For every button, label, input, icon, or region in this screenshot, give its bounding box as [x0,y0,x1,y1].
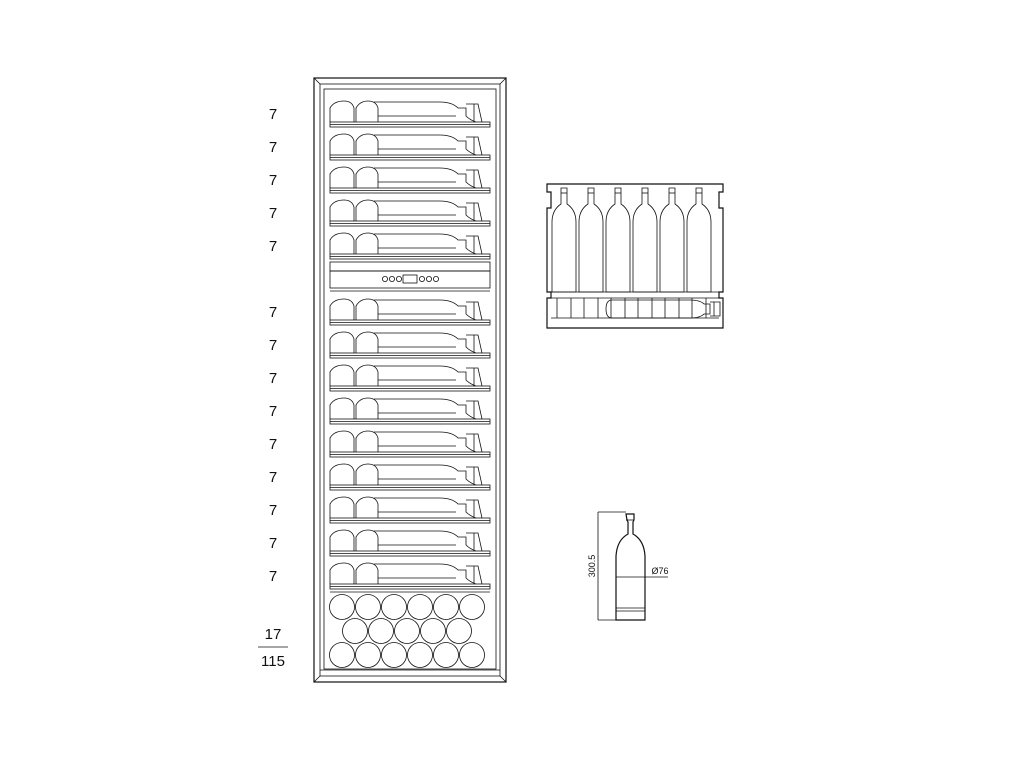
bottle-bottom-icon [433,642,459,668]
shelf-row [329,463,491,491]
button-icon [432,275,439,282]
shelf-row [329,331,491,359]
button-icon [395,275,402,282]
shelf-count-label: 7 [269,205,277,222]
shelf-count-label: 7 [269,469,277,486]
shelf-row [329,166,491,194]
bottle-diameter-label: Ø76 [651,566,668,576]
button-icon [425,275,432,282]
bottle-bottom-icon [446,618,472,644]
display-screen [402,274,418,284]
cabinet-outer-frame [313,77,507,683]
button-icon [388,275,395,282]
bottle-bottom-icon [368,618,394,644]
shelf-row [329,562,491,590]
shelves [329,100,491,590]
bottle-bottom-icon [407,594,433,620]
shelf-count-label: 7 [269,403,277,420]
standing-bottle-icon [551,187,577,293]
button-icon [381,275,388,282]
bottle-icon [615,513,646,621]
cabinet-door-frame [319,83,501,677]
control-panel [329,261,491,292]
shelf-count-label: 7 [269,337,277,354]
standing-bottles [551,187,712,318]
shelf-front-view [546,183,724,329]
standing-bottle-icon [632,187,658,293]
bottle-bottom-icon [459,594,485,620]
bottle-bottom-icon [459,642,485,668]
lying-bottle [605,299,721,319]
shelf-count-label: 7 [269,304,277,321]
cabinet-inner-frame [323,88,497,670]
shelf-row [329,364,491,392]
bottle-height-label: 300.5 [587,555,597,578]
shelf-count-labels: 7 7 7 7 7 7 7 7 7 7 7 7 7 7 [269,106,277,585]
shelf-count-label: 7 [269,568,277,585]
shelf-count-label: 7 [269,436,277,453]
bottle-bottom-icon [381,642,407,668]
bottle-dimension-drawing: 300.5 Ø76 [587,511,669,621]
button-icon [418,275,425,282]
bottle-bottom-icon [407,642,433,668]
shelf-count-label: 7 [269,535,277,552]
shelf-row [329,430,491,458]
shelf-row [329,232,491,260]
bottle-bottom-icon [381,594,407,620]
standing-bottle-icon [659,187,685,293]
shelf-row [329,529,491,557]
standing-bottle-icon [578,187,604,293]
shelf-count-label: 7 [269,502,277,519]
bottle-bottom-icon [394,618,420,644]
standing-bottle-icon [686,187,712,293]
bottle-bottom-icon [355,642,381,668]
shelf-count-label: 7 [269,139,277,156]
bottom-bottle-stack [329,591,490,668]
shelf-count-label: 7 [269,238,277,255]
bottle-bottom-icon [433,594,459,620]
bottle-bottom-icon [329,594,355,620]
shelf-row [329,133,491,161]
bottle-bottom-icon [342,618,368,644]
bottom-count-label: 17 [265,626,282,643]
shelf-count-label: 7 [269,106,277,123]
wine-cabinet [313,77,507,683]
shelf-count-label: 7 [269,172,277,189]
shelf-row [329,199,491,227]
shelf-row [329,298,491,326]
shelf-count-label: 7 [269,370,277,387]
shelf-row [329,100,491,128]
standing-bottle-icon [605,187,631,293]
bottle-bottom-icon [329,642,355,668]
bottle-bottom-icon [420,618,446,644]
bottle-bottom-icon [355,594,381,620]
shelf-row [329,397,491,425]
total-capacity-label: 115 [261,653,285,670]
shelf-row [329,496,491,524]
